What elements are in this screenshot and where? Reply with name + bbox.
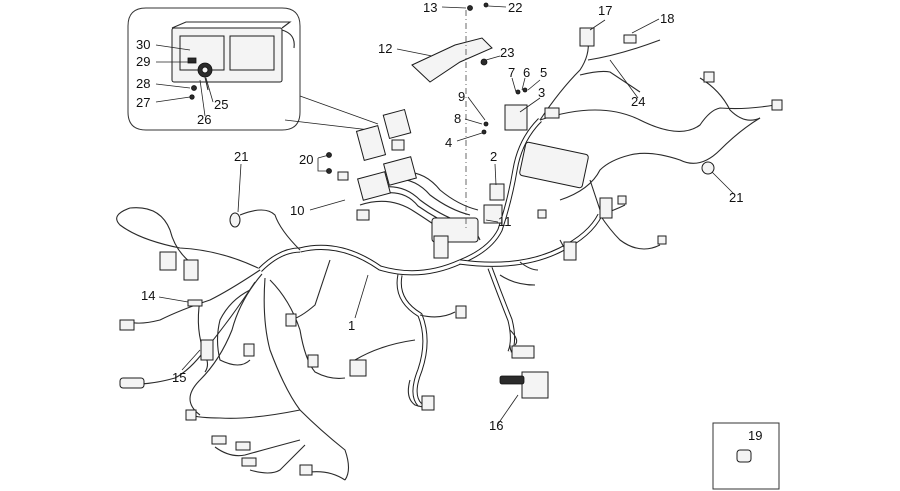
callout-labels: 1 2 3 4 5 6 7 8 9 10 11 12 13 14 15 16 1…: [136, 0, 762, 443]
callout-25: 25: [214, 97, 228, 112]
leader-lines: [155, 5, 735, 425]
callout-16: 16: [489, 418, 503, 433]
callout-6: 6: [523, 65, 530, 80]
components: [119, 2, 783, 476]
callout-12: 12: [378, 41, 392, 56]
callout-21-right: 21: [729, 190, 743, 205]
callout-17: 17: [598, 3, 612, 18]
callout-22: 22: [508, 0, 522, 15]
callout-11: 11: [498, 214, 512, 229]
callout-13: 13: [423, 0, 437, 15]
callout-14: 14: [141, 288, 155, 303]
callout-2: 2: [490, 149, 497, 164]
callout-21-top: 21: [234, 149, 248, 164]
callout-8: 8: [454, 111, 461, 126]
callout-24: 24: [631, 94, 645, 109]
detail-inset-fusebox: [127, 7, 379, 131]
callout-15: 15: [172, 370, 186, 385]
callout-27: 27: [136, 95, 150, 110]
callout-20: 20: [299, 152, 313, 167]
callout-9: 9: [458, 89, 465, 104]
callout-3: 3: [538, 85, 545, 100]
callout-19: 19: [748, 428, 762, 443]
callout-4: 4: [445, 135, 452, 150]
callout-29: 29: [136, 54, 150, 69]
callout-10: 10: [290, 203, 304, 218]
callout-23: 23: [500, 45, 514, 60]
callout-7: 7: [508, 65, 515, 80]
callout-30: 30: [136, 37, 150, 52]
callout-5: 5: [540, 65, 547, 80]
detail-box-19: [712, 422, 780, 490]
callout-1: 1: [348, 318, 355, 333]
callout-26: 26: [197, 112, 211, 127]
callout-28: 28: [136, 76, 150, 91]
callout-18: 18: [660, 11, 674, 26]
